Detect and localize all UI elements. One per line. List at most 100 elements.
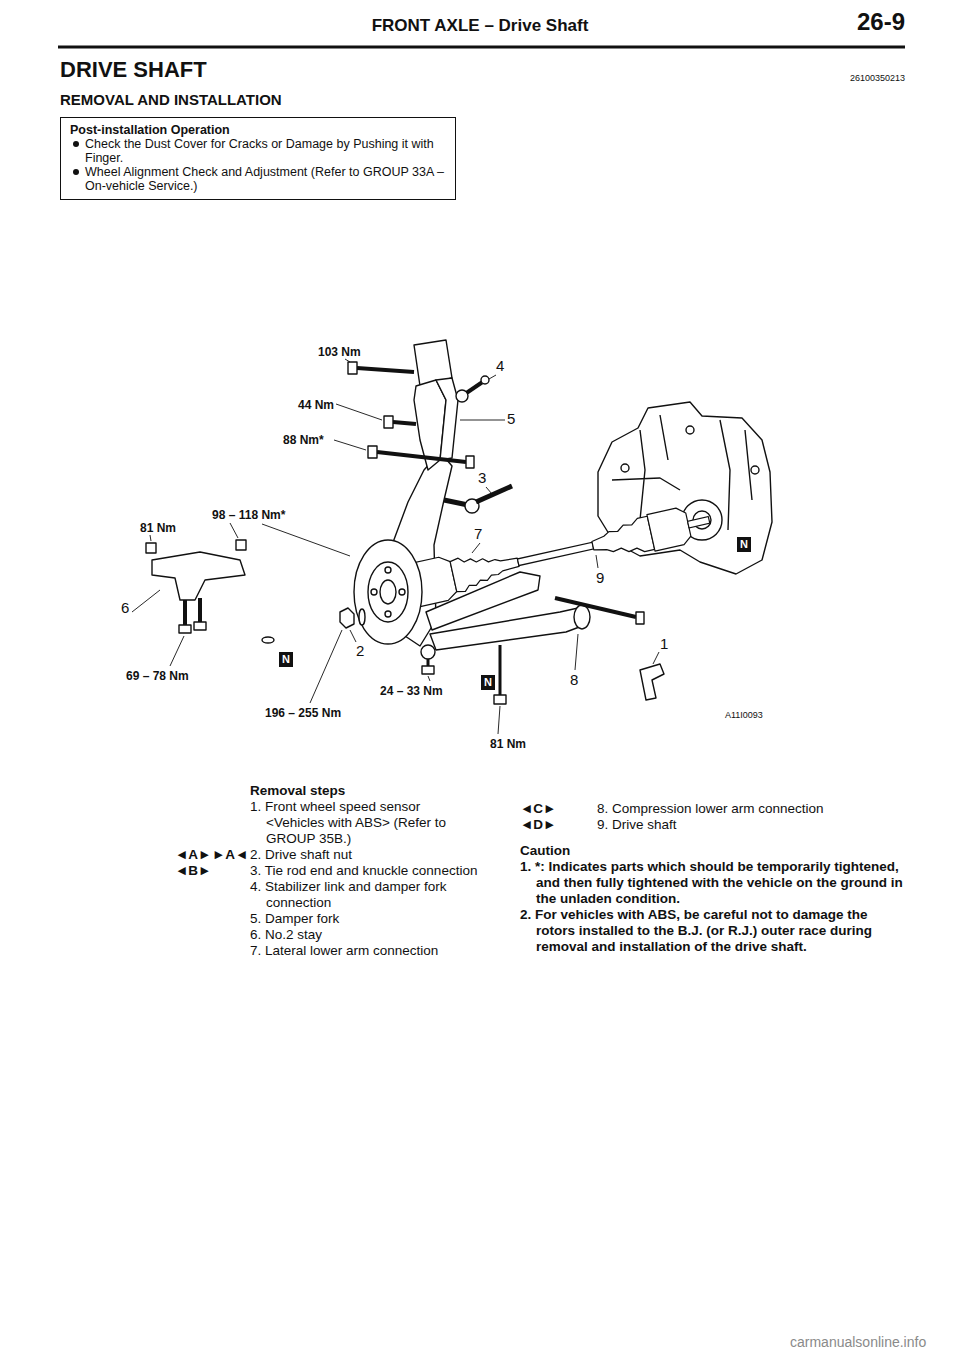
leader-line — [575, 634, 578, 670]
washer — [359, 609, 365, 625]
leader-line — [498, 706, 500, 734]
text-column: Caution1. *: Indicates parts which shoul… — [520, 843, 905, 955]
leader-line — [428, 676, 430, 681]
knuckle-arm — [444, 500, 468, 505]
leader-line — [489, 375, 496, 379]
new-part-mark: N — [279, 652, 293, 667]
bolt-head — [384, 416, 393, 428]
new-part-mark: N — [481, 675, 495, 690]
callout-number: 1 — [660, 636, 668, 652]
caution-note: 1. *: Indicates parts which should be te… — [520, 859, 905, 907]
ball-joint — [421, 645, 435, 659]
no2-stay — [152, 552, 245, 600]
doc-code: 26100350213 — [850, 70, 905, 86]
wheel-stud — [371, 589, 377, 595]
bolt-head — [179, 625, 191, 633]
bolt-head — [146, 543, 156, 553]
stud — [499, 645, 502, 695]
removal-step: 7. Lateral lower arm connection — [250, 943, 482, 959]
steps-heading: Removal steps — [250, 783, 482, 799]
bullet-dot — [73, 169, 79, 175]
callout-number: 2 — [356, 643, 364, 659]
note-heading: Post-installation Operation — [70, 123, 446, 137]
wheel-stud — [385, 567, 391, 573]
removal-step: 8. Compression lower arm connection◄C► — [597, 801, 897, 817]
case-bolt — [686, 426, 694, 434]
leader-lines — [132, 359, 659, 734]
note-box: Post-installation OperationCheck the Dus… — [60, 117, 456, 200]
bolt — [183, 600, 187, 625]
leader-line — [336, 404, 382, 420]
leader-line — [170, 636, 184, 666]
page-title: DRIVE SHAFT — [60, 62, 207, 78]
leader-line — [486, 487, 492, 494]
wheel-stud — [385, 611, 391, 617]
bullet-row: Check the Dust Cover for Cracks or Damag… — [70, 137, 446, 165]
callout-number: 3 — [478, 470, 486, 486]
text-column: 8. Compression lower arm connection◄C►9.… — [597, 801, 897, 833]
nut — [494, 695, 506, 704]
bushing — [574, 605, 590, 629]
spline — [688, 517, 710, 528]
drive-shaft-nut — [340, 608, 354, 628]
watermark: carmanualsonline.info — [790, 1334, 926, 1350]
tie-rod — [476, 486, 512, 502]
torque-value: 81 Nm — [140, 520, 176, 536]
link-ball — [456, 390, 468, 402]
bullet-dot — [73, 141, 79, 147]
caution-heading: Caution — [520, 843, 905, 859]
service-mark: ◄B► — [175, 863, 211, 879]
hub-disc — [354, 540, 422, 644]
leader-line — [230, 523, 238, 538]
bolt-head — [636, 612, 644, 624]
callout-number: 5 — [507, 411, 515, 427]
leader-line — [310, 630, 342, 703]
case-bolt — [621, 464, 629, 472]
torque-value: 98 – 118 Nm* — [212, 507, 285, 523]
new-part-mark: N — [737, 537, 751, 552]
nut — [422, 666, 434, 674]
bolt — [555, 598, 636, 617]
damper-fork — [436, 378, 458, 460]
torque-value: 88 Nm* — [283, 432, 324, 448]
leader-line — [334, 440, 366, 450]
note-item: Check the Dust Cover for Cracks or Damag… — [85, 137, 446, 165]
nut — [466, 456, 474, 468]
hub-center — [380, 580, 396, 604]
inner-boot — [589, 516, 654, 562]
removal-step: 4. Stabilizer link and damper fork conne… — [250, 879, 482, 911]
removal-step: 9. Drive shaft◄D► — [597, 817, 897, 833]
bolt-head — [368, 446, 377, 458]
torque-value: 69 – 78 Nm — [126, 668, 189, 684]
bolt — [393, 422, 416, 424]
removal-step: 2. Drive shaft nut◄A►►A◄ — [250, 847, 482, 863]
inner-joint — [647, 506, 692, 551]
service-mark: ◄A► — [175, 847, 211, 863]
leader-line — [132, 590, 160, 612]
torque-value: 44 Nm — [298, 397, 334, 413]
bolt-head — [194, 622, 206, 630]
stud — [427, 659, 430, 666]
leader-line — [350, 630, 356, 642]
torque-value: 24 – 33 Nm — [380, 683, 443, 699]
removal-step: 6. No.2 stay — [250, 927, 482, 943]
service-mark: ◄C► — [520, 801, 556, 817]
removal-step: 3. Tie rod end and knuckle connection◄B► — [250, 863, 482, 879]
note-item: Wheel Alignment Check and Adjustment (Re… — [85, 165, 446, 193]
leader-line — [472, 543, 480, 553]
leader-line — [460, 420, 505, 421]
leader-line — [150, 535, 151, 541]
compression-lower-arm — [430, 608, 582, 650]
wheel-speed-sensor — [640, 664, 664, 700]
bolt-head — [348, 362, 357, 374]
torque-value: 196 – 255 Nm — [265, 705, 341, 721]
leader-line — [345, 359, 350, 362]
case-bolt — [751, 466, 759, 474]
service-mark: ◄D► — [520, 817, 556, 833]
service-mark: ►A◄ — [212, 847, 248, 863]
leader-line — [596, 555, 598, 568]
removal-step: 1. Front wheel speed sensor <Vehicles wi… — [250, 799, 482, 847]
bullet-row: Wheel Alignment Check and Adjustment (Re… — [70, 165, 446, 193]
removal-step: 5. Damper fork — [250, 911, 482, 927]
